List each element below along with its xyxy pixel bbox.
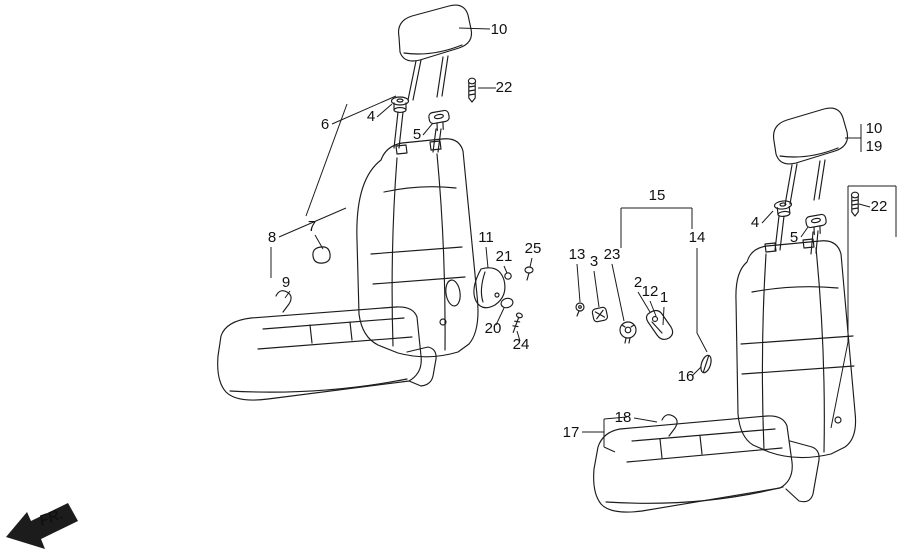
recline-handle-2-12-1 xyxy=(645,309,674,341)
callout-3: 3 xyxy=(590,253,598,270)
callout-18: 18 xyxy=(615,409,632,426)
callout-4-left: 4 xyxy=(367,108,375,125)
knob-round-23 xyxy=(619,321,637,344)
callout-5-right: 5 xyxy=(790,229,798,246)
callout-6: 6 xyxy=(321,116,329,133)
right-headrest xyxy=(772,107,849,165)
callout-14: 14 xyxy=(689,229,706,246)
left-headrest-bolt-22 xyxy=(467,77,477,103)
left-headrest-guide-4 xyxy=(390,96,410,113)
callout-10-right: 10 xyxy=(866,120,883,137)
bushing-21 xyxy=(504,272,512,280)
callout-8: 8 xyxy=(268,229,276,246)
callout-19: 19 xyxy=(866,138,883,155)
left-seat-hook-9 xyxy=(275,290,292,313)
cap-25 xyxy=(524,266,534,281)
right-headrest-guide-5 xyxy=(804,213,829,237)
callout-22-left: 22 xyxy=(496,79,513,96)
side-bracket-16 xyxy=(700,354,712,374)
right-headrest-bolt-22 xyxy=(850,191,860,217)
callout-11: 11 xyxy=(478,229,494,246)
callout-13: 13 xyxy=(569,246,586,263)
callout-15: 15 xyxy=(649,187,666,204)
left-seat-assembly xyxy=(217,4,479,401)
left-recline-lever-7 xyxy=(312,246,331,264)
callout-21: 21 xyxy=(496,248,513,265)
callout-5-left: 5 xyxy=(413,126,421,143)
left-seat-cushion xyxy=(217,306,437,401)
callout-25: 25 xyxy=(525,240,542,257)
right-seat-cushion xyxy=(593,415,820,513)
callout-9: 9 xyxy=(282,274,290,291)
right-headrest-posts xyxy=(774,159,826,255)
callout-23: 23 xyxy=(604,246,621,263)
clip-13 xyxy=(575,302,585,317)
callout-1: 1 xyxy=(660,289,668,306)
recliner-cover-11 xyxy=(473,267,506,309)
cover-screw-24 xyxy=(512,312,523,333)
callout-24: 24 xyxy=(513,336,530,353)
left-headrest xyxy=(397,4,473,62)
small-parts-cluster xyxy=(473,266,712,374)
fr-direction-indicator: FR. xyxy=(6,503,78,549)
callout-16: 16 xyxy=(678,368,695,385)
right-headrest-guide-4 xyxy=(773,199,794,218)
callout-7: 7 xyxy=(308,218,316,235)
callout-20: 20 xyxy=(485,320,502,337)
left-headrest-posts xyxy=(393,55,449,153)
callout-leader-lines xyxy=(270,27,897,453)
callout-10-left: 10 xyxy=(491,21,508,38)
knob-cover-20 xyxy=(500,297,514,309)
callout-12: 12 xyxy=(642,283,659,300)
left-seat-back xyxy=(356,138,479,358)
callout-4-right: 4 xyxy=(751,214,759,231)
callout-2: 2 xyxy=(634,274,642,291)
right-seat-back xyxy=(735,238,857,459)
fr-arrow-icon xyxy=(6,503,78,549)
right-seat-assembly xyxy=(593,107,860,513)
callout-22-right: 22 xyxy=(871,198,888,215)
left-headrest-guide-5 xyxy=(427,109,452,133)
knob-small-3 xyxy=(591,306,609,323)
callout-labels: 10 22 6 4 5 7 8 9 11 21 25 20 24 15 13 3… xyxy=(268,21,888,441)
callout-17: 17 xyxy=(563,424,580,441)
